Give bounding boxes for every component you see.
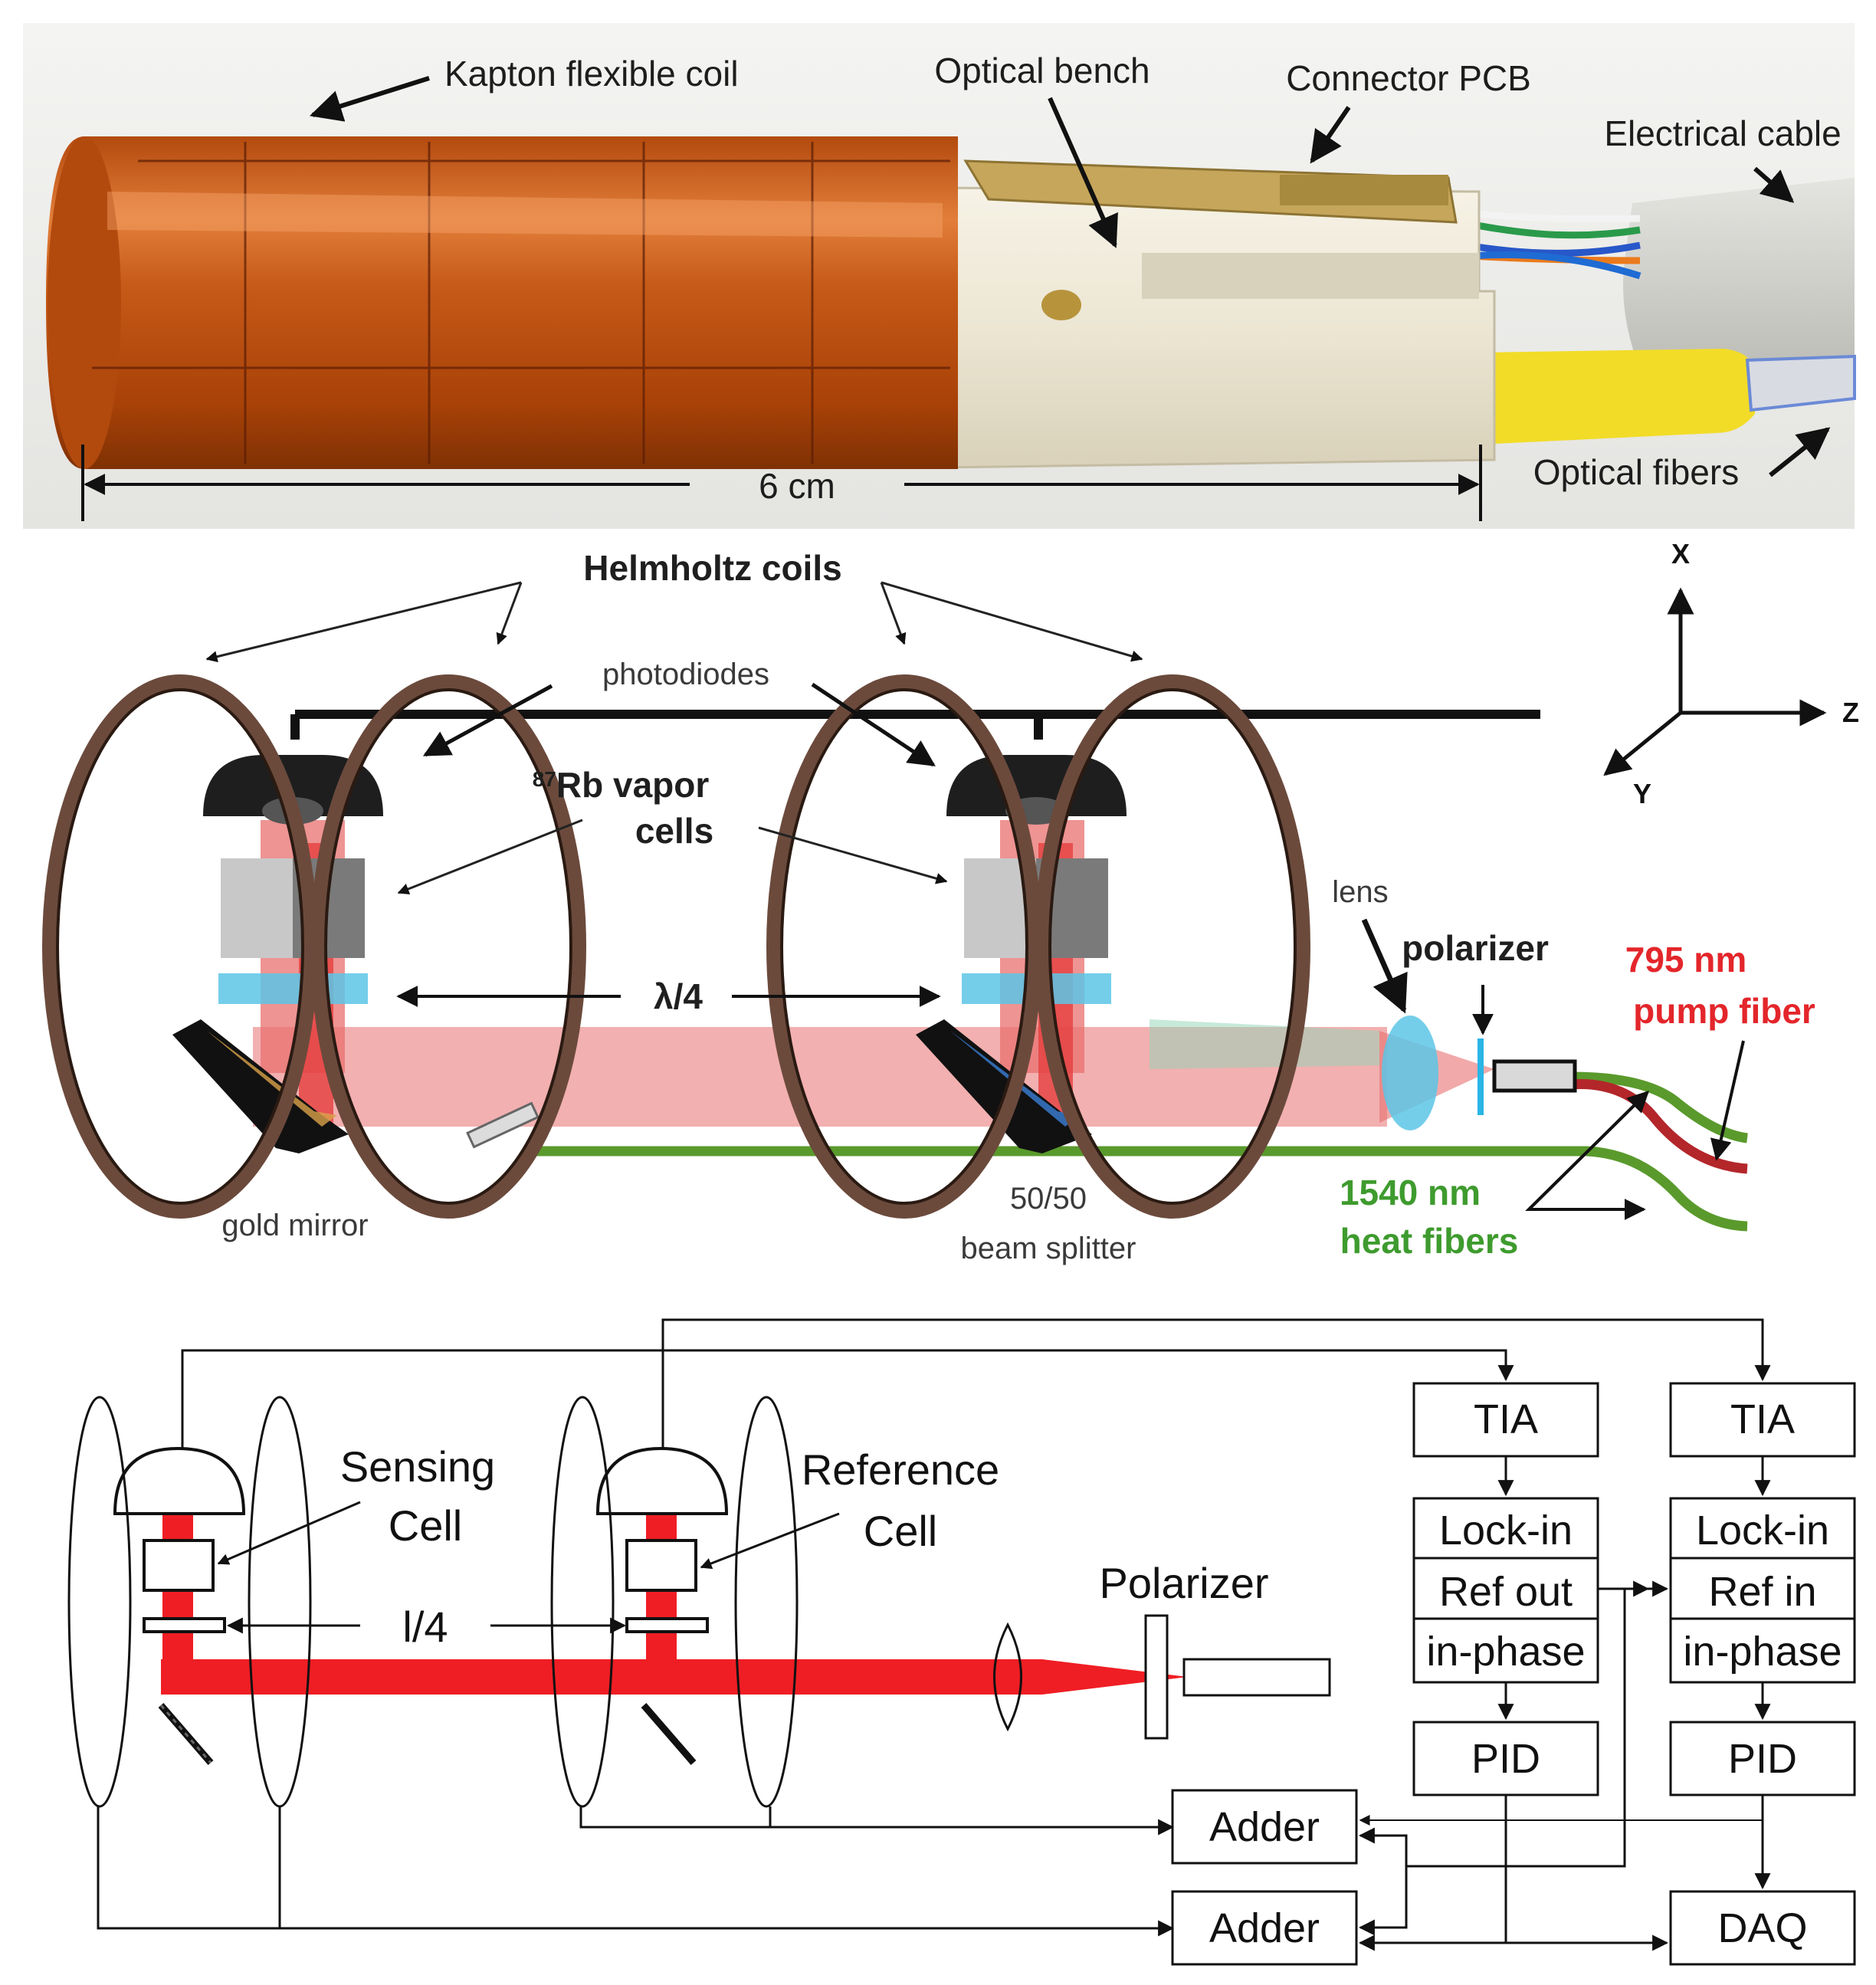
adder-top-box: Adder (1171, 1789, 1358, 1865)
tia-left-box: TIA (1412, 1382, 1599, 1458)
mirror-label: gold mirror (221, 1209, 368, 1242)
block-beam-horizontal (161, 1659, 1042, 1695)
kapton-label: Kapton flexible coil (444, 54, 739, 94)
reference-label-2: Cell (864, 1507, 937, 1555)
block-lens (993, 1622, 1022, 1732)
pump-label-1: 795 nm (1625, 940, 1747, 979)
helmholtz-label: Helmholtz coils (583, 548, 841, 588)
svg-text:Lock-in: Lock-in (1439, 1508, 1573, 1554)
daq-box: DAQ (1669, 1890, 1856, 1966)
axis-z-label: Z (1842, 697, 1859, 728)
sensing-cell-symbol (113, 1446, 246, 1765)
svg-text:PID: PID (1728, 1736, 1797, 1782)
svg-text:PID: PID (1471, 1736, 1540, 1782)
svg-text:in-phase: in-phase (1683, 1629, 1842, 1675)
svg-text:TIA: TIA (1730, 1396, 1795, 1442)
sensing-label-1: Sensing (340, 1442, 495, 1491)
helmholtz-rings (42, 674, 1310, 1219)
fiber-ferrule (1492, 1059, 1577, 1093)
heat-label-2: heat fibers (1340, 1221, 1519, 1261)
cable-arrow (1753, 166, 1795, 203)
pid-left-box: PID (1412, 1721, 1599, 1796)
coordinate-axes (1603, 587, 1827, 776)
reference-label-1: Reference (802, 1445, 999, 1494)
bench-arrow (1048, 97, 1118, 248)
lens (1382, 1015, 1438, 1130)
pcb-label: Connector PCB (1286, 58, 1531, 98)
reference-cell-symbol (595, 1446, 729, 1765)
schematic-panel: Helmholtz coils photodiodes 87Rb vapor c… (42, 538, 1859, 1265)
pump-label-2: pump fiber (1633, 991, 1815, 1031)
svg-text:Ref in: Ref in (1708, 1569, 1816, 1615)
heat-fiber-bottom (536, 1146, 1748, 1232)
photodiodes-label: photodiodes (602, 658, 769, 691)
lens-label: lens (1332, 875, 1388, 909)
block-diagram-panel: Sensing Cell Reference Cell l/4 Polarize… (67, 1318, 1856, 1966)
pid-right-box: PID (1669, 1721, 1856, 1796)
optical-bench-body (931, 186, 1496, 469)
lambda4-label: λ/4 (654, 976, 703, 1016)
bench-label: Optical bench (934, 51, 1150, 90)
svg-text:DAQ: DAQ (1717, 1905, 1807, 1951)
kapton-coil (46, 136, 958, 469)
scale-bar (81, 445, 1482, 521)
splitter-label-1: 50/50 (1010, 1182, 1087, 1216)
adder-bottom-box: Adder (1171, 1890, 1358, 1966)
heat-fiber-top (1570, 1071, 1748, 1143)
fibers-arrow (1769, 427, 1831, 477)
svg-text:Ref out: Ref out (1439, 1569, 1573, 1615)
polarizer-label: polarizer (1402, 928, 1549, 968)
block-polarizer-label: Polarizer (1100, 1559, 1269, 1607)
photo-panel: 6 cm Kapton flexible coil Optical bench … (23, 23, 1856, 529)
lockin-left-box: Lock-in Ref out in-phase (1412, 1497, 1599, 1684)
cable-label: Electrical cable (1604, 113, 1841, 153)
pump-fiber (1570, 1079, 1748, 1174)
block-beam-taper (1042, 1659, 1188, 1695)
svg-text:Lock-in: Lock-in (1696, 1508, 1829, 1554)
kapton-arrow (309, 76, 430, 122)
rb-cells-label-2: cells (635, 811, 713, 851)
svg-text:TIA: TIA (1474, 1396, 1538, 1442)
pcb-arrow (1310, 106, 1351, 164)
fiber-jacket (1479, 349, 1755, 445)
block-polarizer (1144, 1614, 1169, 1740)
rb-cells-label: 87Rb vapor (533, 765, 710, 805)
svg-text:in-phase: in-phase (1426, 1629, 1585, 1675)
svg-text:Adder: Adder (1209, 1905, 1320, 1951)
fibers-label: Optical fibers (1533, 452, 1739, 492)
block-fiber (1182, 1658, 1331, 1697)
axis-x-label: X (1671, 538, 1690, 569)
heat-label-1: 1540 nm (1340, 1173, 1481, 1212)
svg-text:Adder: Adder (1209, 1804, 1320, 1850)
electrical-cable (1623, 178, 1855, 387)
top-bar (290, 710, 1540, 740)
sensing-label-2: Cell (389, 1501, 462, 1550)
lockin-right-box: Lock-in Ref in in-phase (1669, 1497, 1856, 1684)
scale-label: 6 cm (759, 466, 835, 506)
signal-wiring (97, 1318, 1771, 1951)
tia-right-box: TIA (1669, 1382, 1856, 1458)
axis-y-label: Y (1633, 778, 1651, 809)
l4-label: l/4 (402, 1603, 448, 1651)
splitter-label-2: beam splitter (961, 1232, 1136, 1265)
